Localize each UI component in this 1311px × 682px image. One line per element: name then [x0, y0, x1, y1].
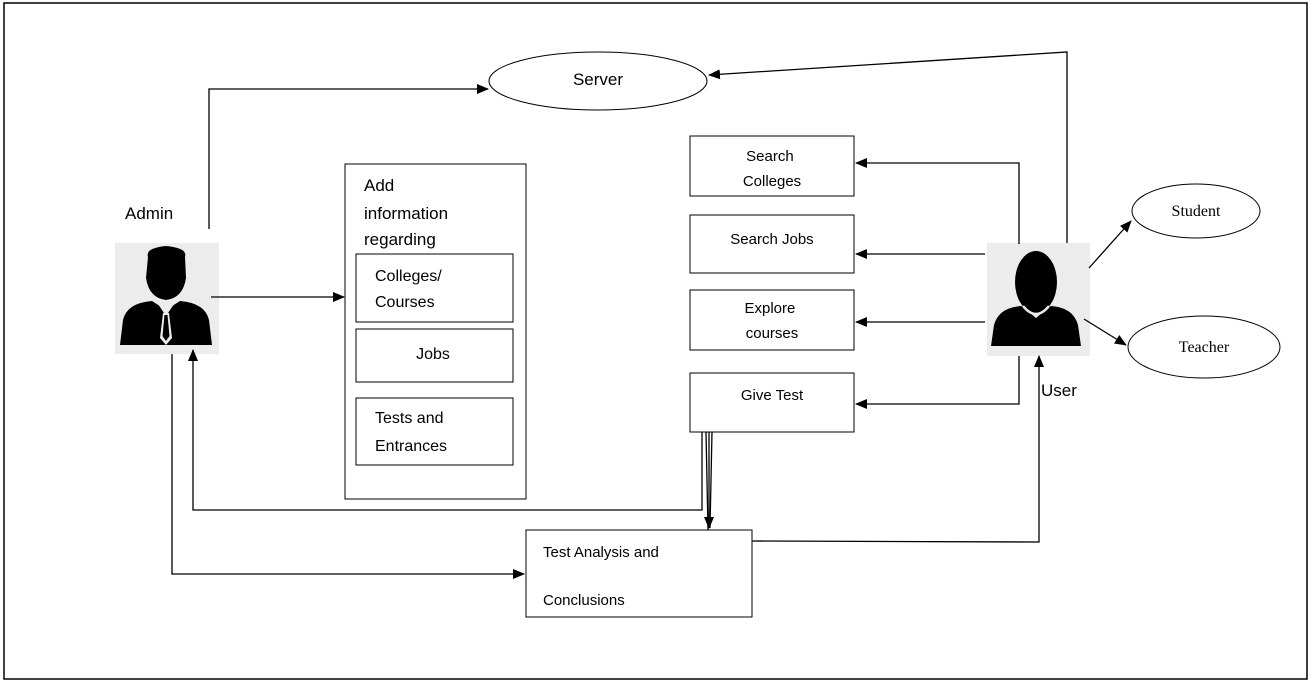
explore-courses-label: Explore courses: [744, 300, 799, 342]
give-test-label: Give Test: [741, 387, 804, 404]
colleges-courses-label: Colleges/ Courses: [375, 268, 446, 311]
tests-entrances-box: [355, 397, 514, 466]
test-analysis-box: [525, 529, 753, 618]
student-node: [1131, 183, 1261, 239]
admin-to-analysis-arrow: [171, 354, 525, 579]
student-label: Student: [1172, 203, 1221, 220]
tests-entrances-label: Tests and Entrances: [375, 410, 448, 455]
server-label: Server: [573, 70, 623, 89]
teacher-node: [1127, 315, 1281, 379]
user-to-student-arrow: [1088, 220, 1132, 269]
user-to-search-colleges-arrow: [855, 158, 1020, 244]
search-colleges-label: Search Colleges: [743, 148, 801, 190]
connectors: [171, 51, 1132, 579]
admin-to-server-arrow: [208, 84, 489, 229]
give-test-box: [689, 372, 855, 433]
search-jobs-label: Search Jobs: [730, 231, 813, 248]
test-analysis-label: Test Analysis and Conclusions: [543, 544, 663, 609]
admin-person-icon: [115, 243, 219, 354]
give-test-to-admin-arrow: [188, 349, 703, 511]
user-label: User: [1041, 381, 1077, 400]
explore-courses-box: [689, 289, 855, 351]
user-person-icon: [987, 243, 1090, 356]
user-to-give-test-arrow: [855, 356, 1020, 409]
jobs-box: [355, 328, 514, 383]
give-test-to-analysis-arrow: [705, 431, 713, 531]
outer-frame: [3, 2, 1308, 680]
search-jobs-box: [689, 214, 855, 274]
colleges-courses-box: [355, 253, 514, 323]
analysis-to-user-arrow: [751, 355, 1044, 543]
search-colleges-box: [689, 135, 855, 197]
server-node: [488, 51, 708, 111]
jobs-label: Jobs: [416, 346, 450, 363]
teacher-label: Teacher: [1179, 339, 1230, 356]
user-to-server-arrow: [708, 51, 1068, 243]
admin-label: Admin: [125, 204, 173, 223]
add-information-label: Add information regarding: [364, 176, 453, 249]
user-to-teacher-arrow: [1083, 318, 1127, 346]
